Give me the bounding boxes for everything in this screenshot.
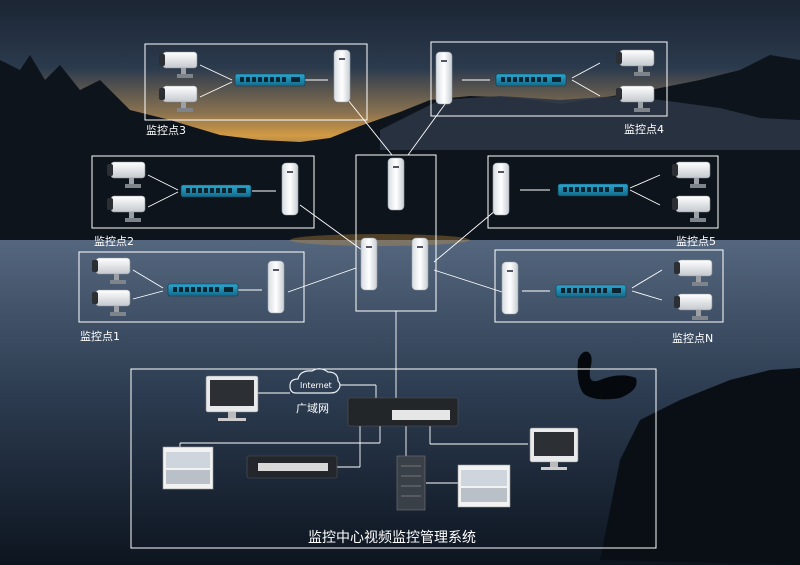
site5-box (487, 155, 719, 229)
site1-box (78, 251, 305, 323)
poe-switch-icon (557, 183, 629, 197)
cloud-icon (289, 368, 341, 394)
site4-box (430, 41, 668, 117)
center-caption: 监控中心视频监控管理系统 (308, 530, 476, 546)
wan-label: 广域网 (296, 402, 329, 415)
monitor-icon (205, 375, 259, 421)
wireless-bridge-icon (360, 237, 378, 291)
site5-label: 监控点5 (676, 235, 716, 248)
siteN-box (494, 249, 724, 323)
center-cabling (179, 384, 528, 484)
wireless-bridge-icon (492, 162, 510, 216)
nvr-server-icon (396, 455, 426, 511)
wireless-bridge-icon (267, 260, 285, 314)
cloud-label: Internet (300, 381, 332, 390)
mountain-silhouette (380, 96, 800, 150)
sunset-reflection (290, 234, 470, 246)
video-wall-icon (162, 446, 214, 490)
poe-switch-icon (180, 184, 252, 198)
center-box (130, 368, 657, 549)
wireless-bridge-icon (435, 51, 453, 105)
wireless-bridge-icon (333, 49, 351, 103)
site2-label: 监控点2 (94, 235, 134, 248)
wireless-links (287, 99, 503, 398)
poe-switch-icon (495, 73, 567, 87)
wireless-bridge-icon (501, 261, 519, 315)
video-wall-icon (457, 464, 511, 508)
swan-silhouette (577, 351, 637, 400)
monitor-icon (529, 427, 579, 470)
siteN-label: 监控点N (672, 332, 714, 345)
poe-switch-icon (555, 284, 627, 298)
wireless-bridge-icon (387, 157, 405, 211)
poe-switch-icon (234, 73, 306, 87)
site1-label: 监控点1 (80, 330, 120, 343)
site2-box (91, 155, 315, 229)
site3-box (144, 43, 368, 121)
wireless-bridge-icon (281, 162, 299, 216)
poe-switch-icon (167, 283, 239, 297)
core-switch-icon (347, 397, 459, 427)
access-switch-icon (246, 455, 338, 479)
site4-label: 监控点4 (624, 123, 664, 136)
grass-silhouette (600, 368, 800, 565)
site3-label: 监控点3 (146, 124, 186, 137)
wireless-bridge-icon (411, 237, 429, 291)
site-cabling (132, 62, 663, 301)
